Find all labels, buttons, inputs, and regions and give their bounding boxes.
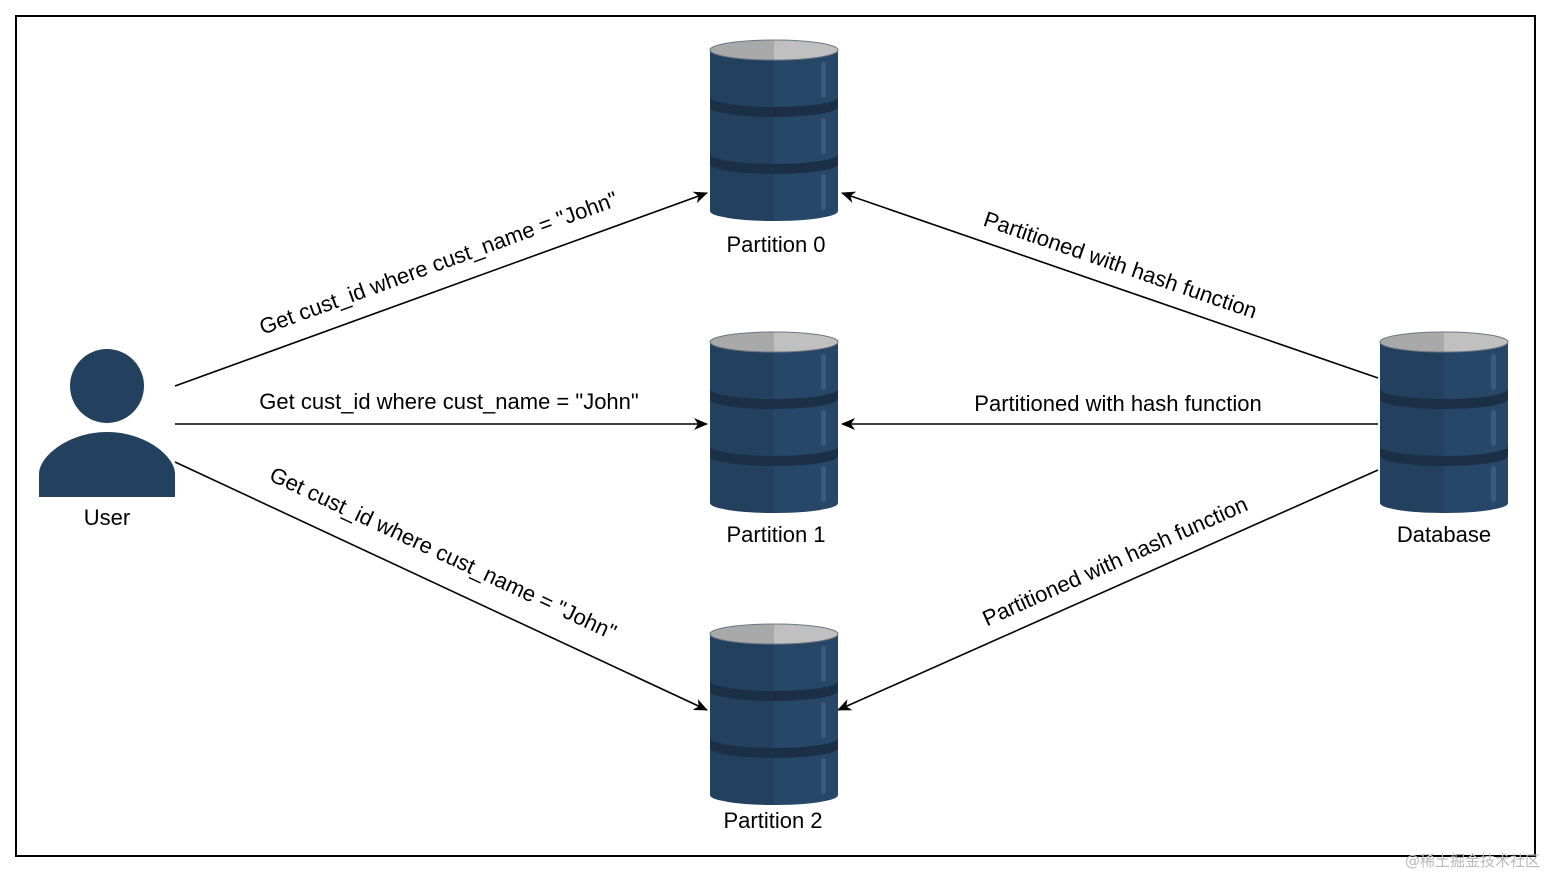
watermark-text: @稀土掘金技术社区 — [1405, 852, 1540, 870]
edge-database-to-partition-2 — [837, 469, 1379, 711]
user-node: User — [39, 349, 175, 530]
edge-label-user-partition-1: Get cust_id where cust_name = "John" — [259, 389, 638, 414]
partition-1-label: Partition 1 — [726, 522, 825, 547]
partition-1-node: Partition 1 — [709, 331, 839, 547]
partition-2-label: Partition 2 — [723, 808, 822, 833]
database-icon — [709, 331, 839, 514]
edge-user-to-partition-0 — [174, 191, 708, 387]
edge-label-database-partition-1: Partitioned with hash function — [974, 391, 1261, 416]
database-icon — [709, 39, 839, 222]
partition-0-node: Partition 0 — [709, 39, 839, 257]
user-icon — [39, 349, 175, 497]
database-node: Database — [1379, 331, 1509, 547]
partition-0-label: Partition 0 — [726, 232, 825, 257]
database-label: Database — [1397, 522, 1491, 547]
partition-2-node: Partition 2 — [709, 623, 839, 833]
database-icon — [709, 623, 839, 806]
edge-user-to-partition-2 — [174, 461, 708, 711]
user-label: User — [84, 505, 130, 530]
edge-database-to-partition-0 — [841, 191, 1379, 379]
database-icon — [1379, 331, 1509, 514]
